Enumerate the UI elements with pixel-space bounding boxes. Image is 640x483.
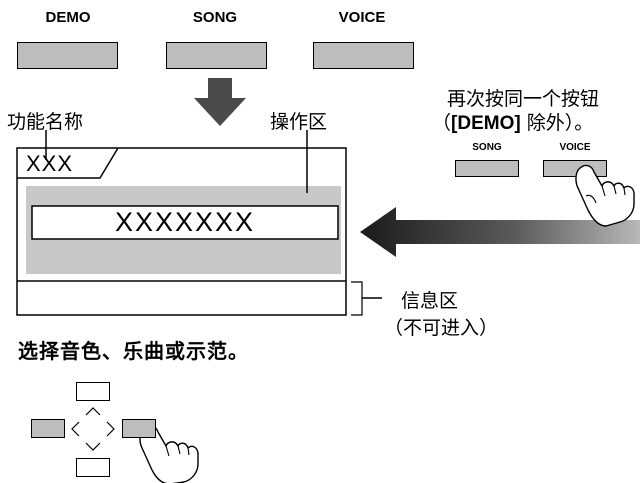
info-area-note: （不可进入） <box>384 317 499 339</box>
cursor-up-button[interactable] <box>76 382 110 401</box>
small-song-label: SONG <box>472 142 502 153</box>
cursor-right-button[interactable] <box>122 419 156 438</box>
demo-key-name: [DEMO] <box>451 113 521 134</box>
song-button-label: SONG <box>192 9 238 26</box>
function-name-label: 功能名称 <box>7 111 84 133</box>
small-song-button[interactable] <box>455 160 519 177</box>
small-voice-label: VOICE <box>559 142 591 153</box>
function-value: XXX <box>26 151 74 176</box>
song-button[interactable] <box>166 42 267 69</box>
press-again-line2: （[DEMO] 除外）。 <box>432 108 593 135</box>
press-again-paren: （ <box>432 112 452 134</box>
cursor-down-button[interactable] <box>76 458 110 477</box>
operation-area-label: 操作区 <box>270 111 328 133</box>
small-voice-button[interactable] <box>543 160 607 177</box>
voice-button-label: VOICE <box>338 9 386 26</box>
press-again-line1: 再次按同一个按钮 <box>447 88 600 110</box>
cursor-left-button[interactable] <box>31 419 65 438</box>
demo-button[interactable] <box>17 42 118 69</box>
info-area-label: 信息区 <box>401 290 459 312</box>
instruction-text: 选择音色、乐曲或示范。 <box>18 339 249 363</box>
demo-button-label: DEMO <box>45 9 91 26</box>
voice-button[interactable] <box>313 42 414 69</box>
press-again-suffix: 除外）。 <box>520 112 594 134</box>
main-value: XXXXXXX <box>114 207 256 237</box>
